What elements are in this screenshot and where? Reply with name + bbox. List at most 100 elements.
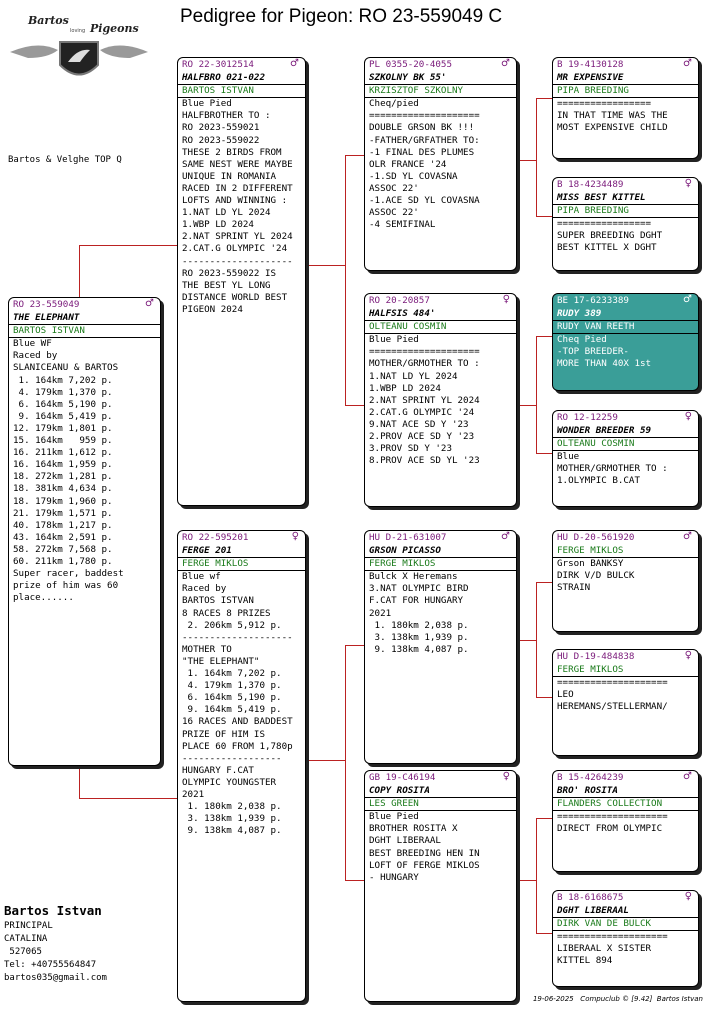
breeder-name: FERGE MIKLOS: [365, 558, 516, 572]
female-icon: ♀: [502, 294, 510, 305]
note-line: RO 2023-559022 IS: [182, 267, 277, 279]
note-line: --------------------: [182, 631, 293, 643]
note-line: -1.ACE SD YL COVASNA: [369, 195, 480, 207]
note-line: BEST BREEDING HEN IN: [369, 847, 480, 859]
pigeon-name: GRSON PICASSO: [365, 545, 516, 559]
pigeon-card-ssd[interactable]: B 18-4234489♀ MISS BEST KITTEL PIPA BREE…: [552, 177, 699, 271]
note-line: LOFTS AND WINNING :: [182, 195, 288, 207]
pigeon-card-subject[interactable]: RO 23-559049♂ THE ELEPHANT BARTOS ISTVAN…: [8, 297, 161, 766]
connector-line: [536, 453, 552, 454]
connector-line: [536, 933, 552, 934]
note-line: Cheq/pied: [369, 98, 419, 110]
pigeon-card-dam-dam[interactable]: GB 19-C46194♀ COPY ROSITA LES GREEN Blue…: [364, 770, 517, 1002]
note-line: ====================: [557, 811, 668, 823]
note-line: THE BEST YL LONG: [182, 279, 271, 291]
pigeon-notes: Cheq Pied-TOP BREEDER-MORE THAN 40X 1st: [553, 334, 698, 370]
male-icon: ♂: [145, 298, 154, 309]
note-line: 8.PROV ACE SD YL '23: [369, 455, 480, 467]
note-line: ASSOC 22': [369, 182, 419, 194]
svg-text:loving: loving: [70, 28, 85, 34]
pigeon-card-dds[interactable]: B 15-4264239♂ BRO' ROSITA FLANDERS COLLE…: [552, 770, 699, 872]
pigeon-card-sss[interactable]: B 19-4130128♂ MR EXPENSIVE PIPA BREEDING…: [552, 57, 699, 159]
note-line: 2. 206km 5,912 p.: [182, 619, 282, 631]
pigeon-card-dss[interactable]: HU D-20-561920♂ FERGE MIKLOS Grson BANKS…: [552, 530, 699, 632]
note-line: 9.NAT ACE SD Y '23: [369, 418, 469, 430]
note-line: 6. 164km 5,190 p.: [182, 692, 282, 704]
note-line: ====================: [369, 110, 480, 122]
note-line: Grson BANKSY: [557, 558, 624, 570]
breeder-name: FERGE MIKLOS: [178, 558, 305, 572]
note-line: BROTHER ROSITA X: [369, 823, 458, 835]
note-line: -1.SD YL COVASNA: [369, 170, 458, 182]
note-line: -4 SEMIFINAL: [369, 219, 436, 231]
pigeon-name: WONDER BREEDER 59: [553, 425, 698, 439]
note-line: LEO: [557, 689, 574, 701]
note-line: MOTHER TO: [182, 643, 232, 655]
breeder-contact: Bartos Istvan PRINCIPAL CATALINA 527065 …: [4, 904, 107, 985]
pigeon-card-ddd[interactable]: B 18-6168675♀ DGHT LIBERAAL DIRK VAN DE …: [552, 890, 699, 987]
note-line: HUNGARY F.CAT: [182, 764, 254, 776]
pigeon-card-sds[interactable]: BE 17-6233389♂ RUDY 389 RUDY VAN REETH C…: [552, 293, 699, 391]
pigeon-card-dam-sire[interactable]: HU D-21-631007♂ GRSON PICASSO FERGE MIKL…: [364, 530, 517, 764]
note-line: 3. 138km 1,939 p.: [182, 813, 282, 825]
connector-line: [536, 98, 537, 216]
note-line: 1.OLYMPIC B.CAT: [557, 475, 640, 487]
breeder-name: LES GREEN: [365, 798, 516, 812]
note-line: DGHT LIBERAAL: [369, 835, 441, 847]
male-icon: ♂: [683, 294, 692, 305]
breeder-name: PIPA BREEDING: [553, 205, 698, 219]
breeder-name: RUDY VAN REETH: [553, 321, 698, 335]
note-line: HEREMANS/STELLERMAN/: [557, 701, 668, 713]
pigeon-card-sire-dam[interactable]: RO 20-20857♀ HALFSIS 484' OLTEANU COSMIN…: [364, 293, 517, 507]
pigeon-card-sdd[interactable]: RO 12-12259♀ WONDER BREEDER 59 OLTEANU C…: [552, 410, 699, 507]
female-icon: ♀: [684, 650, 692, 661]
note-line: BARTOS ISTVAN: [182, 595, 254, 607]
pigeon-card-dam[interactable]: RO 22-595201♀ FERGE 201 FERGE MIKLOS Blu…: [177, 530, 306, 1002]
note-line: LIBERAAL X SISTER: [557, 943, 652, 955]
note-line: LOFT OF FERGE MIKLOS: [369, 859, 480, 871]
breeder-contact-name: Bartos Istvan: [4, 903, 102, 918]
pigeon-notes: Blue Pied====================MOTHER/GRMO…: [365, 334, 516, 467]
club-logo: Bartos Pigeons loving: [10, 14, 148, 76]
pigeon-card-sire[interactable]: RO 22-3012514♂ HALFBRO 021-022 BARTOS IS…: [177, 57, 306, 506]
note-line: ASSOC 22': [369, 207, 419, 219]
note-line: 4. 179km 1,370 p.: [182, 680, 282, 692]
note-line: 4. 179km 1,370 p.: [13, 386, 113, 398]
note-line: --------------------: [182, 255, 293, 267]
pigeon-card-dsd[interactable]: HU D-19-484838♀ FERGE MIKLOS ===========…: [552, 649, 699, 756]
breeder-name: FLANDERS COLLECTION: [553, 798, 698, 812]
connector-line: [536, 818, 537, 933]
note-line: BEST KITTEL X DGHT: [557, 242, 657, 254]
connector-line: [79, 245, 177, 246]
pigeon-name: MR EXPENSIVE: [553, 72, 698, 86]
note-line: OLYMPIC YOUNGSTER: [182, 776, 277, 788]
breeder-name: KRZISZTOF SZKOLNY: [365, 85, 516, 99]
note-line: MOTHER/GRMOTHER TO :: [369, 358, 480, 370]
female-icon: ♀: [684, 178, 692, 189]
note-line: 12. 179km 1,801 p.: [13, 422, 113, 434]
connector-line: [536, 582, 537, 697]
note-line: 6. 164km 5,190 p.: [13, 398, 113, 410]
pigeon-name: COPY ROSITA: [365, 785, 516, 799]
note-line: 9. 138km 4,087 p.: [182, 825, 282, 837]
pigeon-name: THE ELEPHANT: [9, 312, 160, 326]
note-line: 8 RACES 8 PRIZES: [182, 607, 271, 619]
note-line: =================: [557, 218, 652, 230]
note-line: DISTANCE WORLD BEST: [182, 291, 288, 303]
pigeon-name: HALFSIS 484': [365, 308, 516, 322]
note-line: 3.NAT OLYMPIC BIRD: [369, 583, 469, 595]
note-line: 1. 164km 7,202 p.: [13, 374, 113, 386]
note-line: 1.NAT LD YL 2024: [369, 370, 458, 382]
connector-line: [79, 798, 177, 799]
note-line: SUPER BREEDING DGHT: [557, 230, 663, 242]
contact-line: 527065: [4, 947, 42, 957]
note-line: 18. 272km 1,281 p.: [13, 471, 113, 483]
pigeon-card-sire-sire[interactable]: PL 0355-20-4055♂ SZKOLNY BK 55' KRZISZTO…: [364, 57, 517, 271]
connector-line: [536, 98, 552, 99]
ring-number: RO 20-20857♀: [369, 294, 510, 306]
